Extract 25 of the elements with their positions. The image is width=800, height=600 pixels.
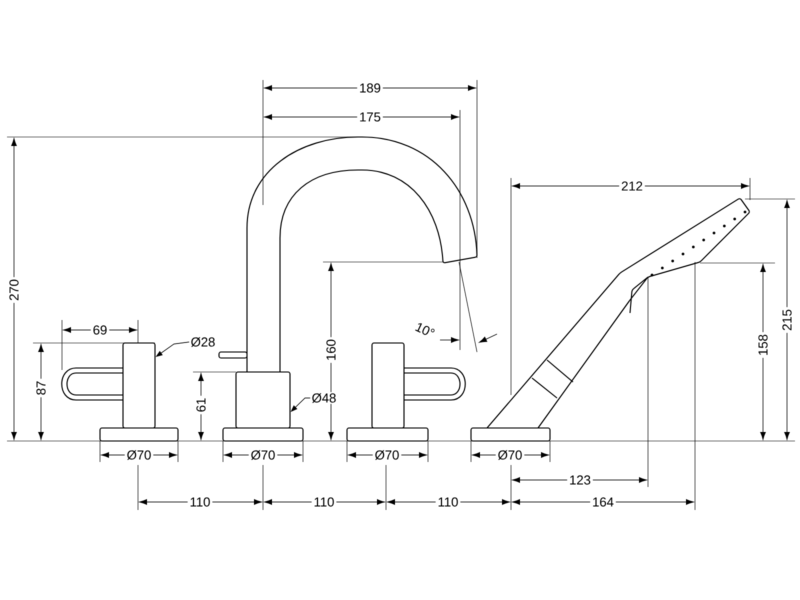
dimension-label: 189 (357, 81, 383, 95)
dimension-label: 123 (567, 473, 593, 487)
dimension-label: Ø28 (190, 336, 216, 348)
dimension-label: Ø70 (124, 448, 154, 462)
dimension-label: Ø70 (496, 448, 524, 462)
body-box (235, 371, 291, 429)
dimension-label: 110 (312, 495, 336, 509)
dimension-label: 212 (619, 179, 645, 193)
dimension-label: 164 (590, 495, 616, 509)
dimension-label: 61 (194, 396, 208, 414)
dimension-label: 158 (756, 332, 770, 358)
dimension-label: 175 (357, 110, 383, 124)
dimension-label: 160 (324, 337, 338, 363)
dimension-label: Ø70 (248, 448, 278, 462)
dimension-label: 270 (7, 277, 21, 303)
dimension-label: 215 (780, 307, 794, 333)
dimension-label: Ø70 (372, 448, 402, 462)
leader-line (290, 398, 311, 412)
dimension-label: 87 (34, 378, 48, 398)
dimension-label: 69 (90, 323, 110, 337)
body-box (122, 342, 156, 429)
dimension-label: 10° (412, 319, 439, 341)
dimension-label: 110 (188, 495, 212, 509)
dimension-label: 110 (436, 495, 460, 509)
dimension-label: Ø48 (310, 392, 338, 404)
